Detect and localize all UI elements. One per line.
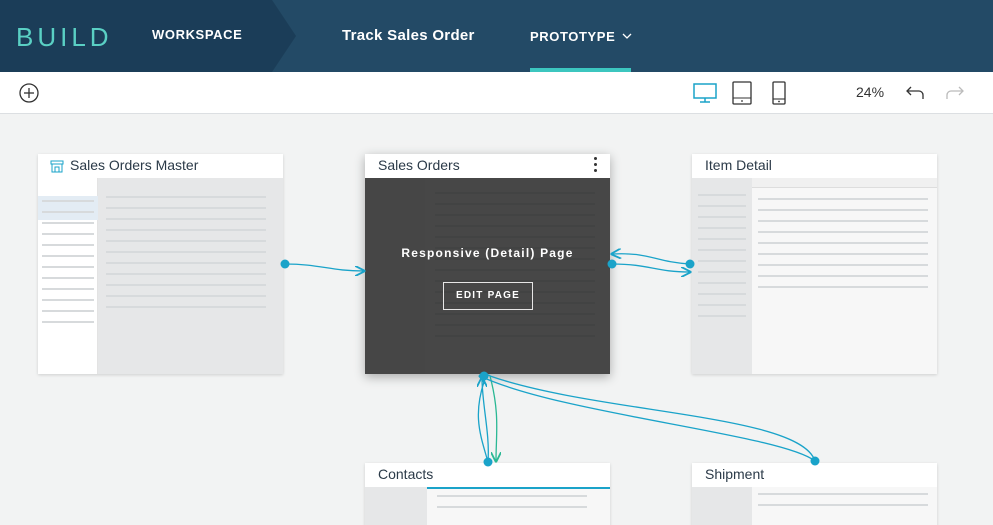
- project-title: Track Sales Order: [342, 27, 475, 44]
- prototype-tab[interactable]: PROTOTYPE: [530, 29, 616, 44]
- page-type-label: Responsive (Detail) Page: [401, 246, 574, 260]
- plus-circle-icon[interactable]: [16, 80, 42, 106]
- store-icon: [50, 160, 64, 173]
- page-card-item-detail[interactable]: Item Detail: [692, 154, 937, 374]
- edit-page-button[interactable]: EDIT PAGE: [443, 282, 533, 310]
- card-title: Sales Orders: [365, 154, 610, 178]
- workspace-link[interactable]: WORKSPACE: [152, 27, 243, 42]
- page-card-contacts[interactable]: Contacts: [365, 463, 610, 525]
- page-card-shipment[interactable]: Shipment: [692, 463, 937, 525]
- phone-icon[interactable]: [766, 80, 792, 106]
- workspace-block[interactable]: [0, 0, 296, 72]
- chevron-down-icon[interactable]: [622, 31, 632, 41]
- page-thumbnail: [365, 487, 610, 525]
- desktop-icon[interactable]: [692, 80, 718, 106]
- zoom-level[interactable]: 24%: [856, 84, 885, 100]
- toolbar: 24%: [0, 72, 993, 114]
- card-title: Sales Orders Master: [38, 154, 283, 178]
- card-title: Shipment: [692, 463, 937, 487]
- redo-icon[interactable]: [942, 80, 968, 106]
- page-hover-overlay: Responsive (Detail) Page EDIT PAGE: [365, 178, 610, 374]
- more-options-icon[interactable]: [592, 157, 598, 175]
- page-thumbnail: [692, 178, 937, 374]
- tablet-icon[interactable]: [729, 80, 755, 106]
- undo-icon[interactable]: [902, 80, 928, 106]
- prototype-canvas[interactable]: Sales Orders Master Sales Orders: [0, 114, 993, 525]
- navigation-connectors: [280, 114, 820, 467]
- page-thumbnail: [38, 178, 283, 374]
- top-header: BUILD WORKSPACE Track Sales Order PROTOT…: [0, 0, 993, 72]
- page-thumbnail: [692, 487, 937, 525]
- card-title: Contacts: [365, 463, 610, 487]
- active-tab-indicator: [530, 68, 631, 72]
- page-card-sales-orders-master[interactable]: Sales Orders Master: [38, 154, 283, 374]
- brand-logo[interactable]: BUILD: [16, 22, 113, 52]
- page-card-sales-orders[interactable]: Sales Orders Responsive (Detail) Page ED…: [365, 154, 610, 374]
- card-title: Item Detail: [692, 154, 937, 178]
